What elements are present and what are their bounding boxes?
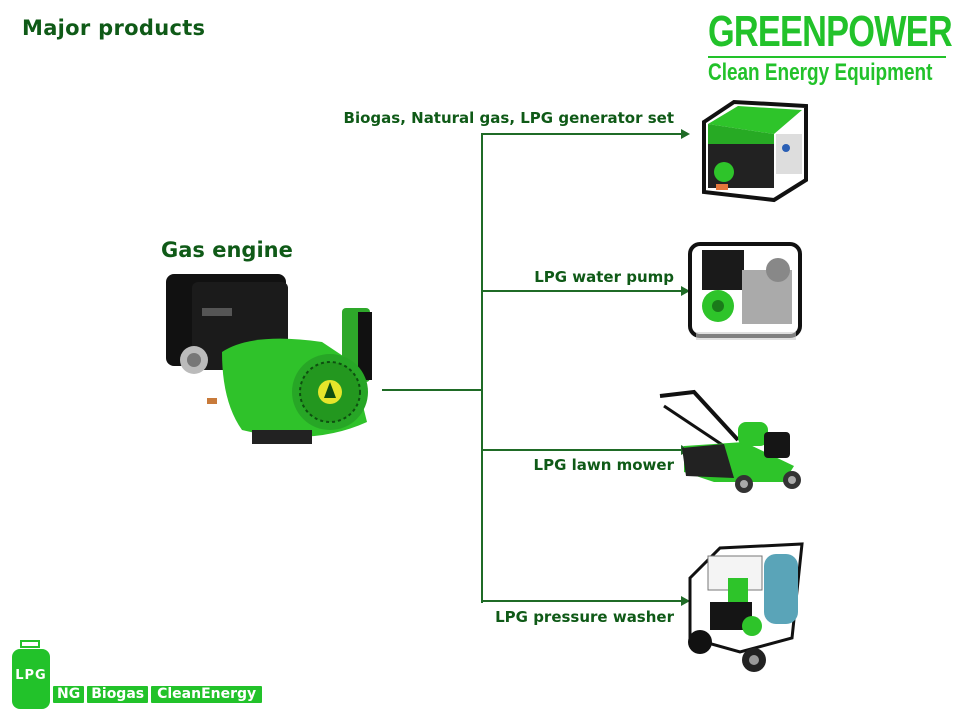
lawn-mower-image: [654, 386, 806, 494]
branch-water-pump: [481, 290, 683, 292]
water-pump-icon: [688, 242, 802, 340]
generator-set-image: [694, 92, 814, 204]
arrow-icon: [681, 596, 690, 606]
product-label-lawn-mower: LPG lawn mower: [533, 456, 674, 474]
branch-pressure-washer: [481, 600, 683, 602]
pressure-washer-image: [680, 528, 810, 676]
logo-tagline: Clean Energy Equipment: [708, 59, 933, 86]
badge-ng: NG: [53, 686, 85, 703]
water-pump-image: [686, 240, 806, 344]
branch-lawn-mower: [481, 449, 683, 451]
product-label-water-pump: LPG water pump: [534, 268, 674, 286]
badge-biogas: Biogas: [87, 686, 149, 703]
cylinder-valve: [20, 640, 40, 648]
gas-engine-icon: [166, 274, 372, 444]
badge-cleanenergy: CleanEnergy: [151, 686, 263, 703]
trunk-line: [481, 133, 483, 603]
arrow-icon: [681, 286, 690, 296]
pressure-washer-icon: [688, 542, 804, 672]
gas-engine-image: [162, 272, 390, 450]
arrow-icon: [681, 129, 690, 139]
gas-engine-label: Gas engine: [161, 238, 293, 262]
greenpower-logo: GREENPOWER Clean Energy Equipment: [708, 7, 953, 86]
engine-connector: [382, 389, 482, 391]
logo-divider: [708, 56, 946, 58]
branch-generator: [481, 133, 683, 135]
product-label-generator: Biogas, Natural gas, LPG generator set: [343, 109, 674, 127]
footer-badges: NG Biogas CleanEnergy: [53, 686, 263, 703]
cylinder-label: LPG: [15, 668, 47, 683]
lpg-cylinder: LPG: [12, 640, 50, 712]
cylinder-body: [12, 649, 50, 709]
page-title: Major products: [22, 16, 206, 40]
generator-icon: [702, 99, 808, 203]
logo-brand: GREENPOWER: [708, 7, 953, 56]
product-label-pressure-washer: LPG pressure washer: [495, 608, 674, 626]
lawn-mower-icon: [659, 389, 801, 493]
